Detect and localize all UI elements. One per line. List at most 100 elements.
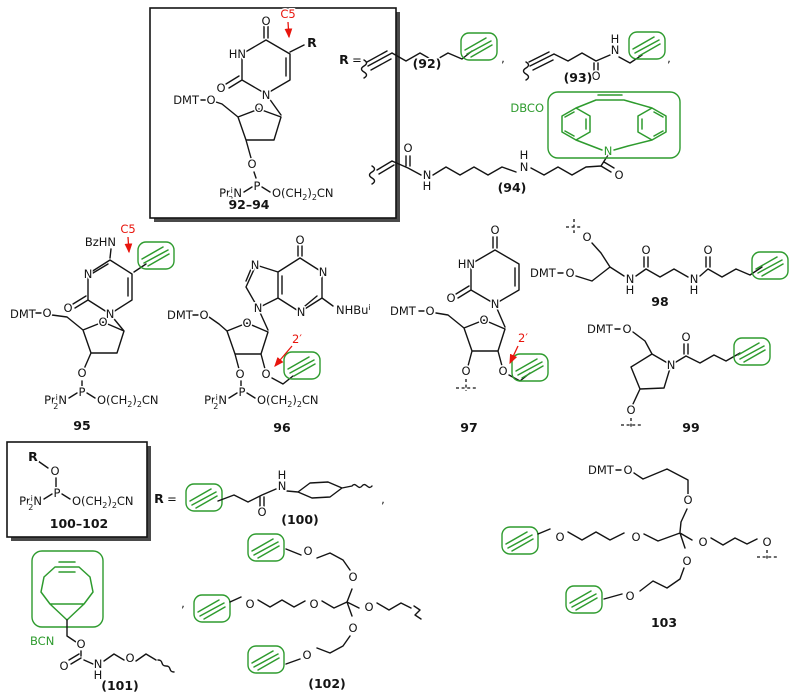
atom-h: H bbox=[94, 668, 103, 682]
atom-o: O bbox=[622, 322, 631, 336]
label-dbco: DBCO bbox=[510, 101, 544, 115]
atom-hn: HN bbox=[229, 47, 246, 61]
equals-sign: = bbox=[167, 492, 177, 506]
atom-o: O bbox=[125, 651, 134, 665]
atom-o: O bbox=[245, 597, 254, 611]
c5-arrow bbox=[284, 21, 293, 39]
atom-n-dbco: N bbox=[604, 144, 613, 158]
r-group-definition-100: R = O N H , (100) bbox=[153, 467, 387, 529]
compound-number-96: 96 bbox=[273, 420, 291, 435]
atom-h: H bbox=[423, 179, 432, 193]
atom-o: O bbox=[199, 308, 208, 322]
label-isobutyrylamino: NHBui bbox=[336, 303, 371, 317]
atom-o: O bbox=[302, 648, 311, 662]
annotation-c5: C5 bbox=[280, 7, 295, 21]
atom-p: P bbox=[79, 385, 86, 399]
atom-p: P bbox=[54, 486, 61, 500]
atom-o: O bbox=[50, 464, 59, 478]
r-group-definition-102: O O O O O O O (102) bbox=[193, 533, 422, 693]
two-prime-arrow bbox=[274, 345, 293, 367]
compound-number-92-94: 92–94 bbox=[228, 197, 269, 212]
annotation-2-prime: 2′ bbox=[292, 332, 302, 346]
compound-number-97: 97 bbox=[460, 420, 477, 435]
label-dmt: DMT bbox=[10, 307, 37, 321]
atom-h: H bbox=[520, 148, 529, 162]
bond-skeleton bbox=[557, 242, 763, 282]
label-dmt: DMT bbox=[390, 304, 417, 318]
bond-skeleton bbox=[200, 25, 305, 193]
r-label: R bbox=[154, 491, 164, 506]
atom-o: O bbox=[698, 535, 707, 549]
atom-n: N bbox=[278, 479, 287, 493]
bond-skeleton bbox=[66, 619, 175, 673]
atom-o: O bbox=[63, 301, 72, 315]
atom-o: O bbox=[626, 403, 635, 417]
atom-n: N bbox=[262, 88, 271, 102]
atom-o: O bbox=[703, 243, 712, 257]
c5-arrow bbox=[124, 236, 133, 254]
atom-o: O bbox=[257, 505, 266, 519]
bond-skeleton bbox=[614, 328, 741, 405]
atom-o: O bbox=[242, 316, 251, 330]
atom-o: O bbox=[591, 69, 600, 83]
solid-support-dashed bbox=[757, 550, 777, 561]
bond-skeleton bbox=[192, 245, 334, 399]
atom-o: O bbox=[682, 554, 691, 568]
atom-o: O bbox=[490, 223, 499, 237]
atom-o: O bbox=[425, 304, 434, 318]
atom-o: O bbox=[555, 530, 564, 544]
atom-o: O bbox=[348, 621, 357, 635]
atom-o: O bbox=[641, 243, 650, 257]
comma: , bbox=[501, 51, 505, 65]
box-frame bbox=[149, 7, 397, 219]
solid-support-dashed bbox=[566, 219, 582, 233]
dbco-ring-system bbox=[561, 94, 667, 151]
atom-h: H bbox=[690, 283, 699, 297]
label-dmt: DMT bbox=[587, 322, 614, 336]
label-benzoylamino: BzHN bbox=[85, 235, 116, 249]
structure-98: O DMT O N H O N H O 98 bbox=[529, 219, 789, 311]
comma: , bbox=[381, 492, 385, 506]
bond-skeleton bbox=[37, 460, 71, 500]
compound-number-94: (94) bbox=[498, 180, 527, 195]
atom-h: H bbox=[278, 468, 287, 482]
atom-n: N bbox=[106, 307, 115, 321]
comma: , bbox=[181, 596, 185, 610]
r-label: R bbox=[339, 52, 349, 67]
bond-skeleton-92 bbox=[360, 50, 473, 79]
label-cyanoethyl: O(CH2)2CN bbox=[272, 186, 334, 202]
r-group-definition-94-dbco: O N H N H O (94) DBCO N bbox=[368, 91, 681, 197]
atom-o: O bbox=[348, 570, 357, 584]
atom-n: N bbox=[626, 272, 635, 286]
label-cyanoethyl: O(CH2)2CN bbox=[97, 393, 159, 409]
dbco-highlight-box bbox=[547, 91, 681, 159]
atom-o: O bbox=[614, 168, 623, 182]
atom-o-2prime: O bbox=[498, 364, 507, 378]
box-frame bbox=[6, 441, 148, 538]
label-dmt: DMT bbox=[588, 463, 615, 477]
compound-number-93: (93) bbox=[564, 70, 593, 85]
annotation-c5: C5 bbox=[120, 222, 135, 236]
structure-103: DMT O O O O O O O O 103 bbox=[501, 462, 777, 632]
atom-h: H bbox=[626, 283, 635, 297]
label-dmt: DMT bbox=[173, 93, 200, 107]
solid-support-dashed bbox=[621, 418, 641, 429]
solid-support-dashed bbox=[456, 379, 476, 391]
compound-number-100: (100) bbox=[281, 512, 319, 527]
atom-o: O bbox=[683, 493, 692, 507]
atom-o: O bbox=[77, 366, 86, 380]
atom-n: N bbox=[520, 160, 529, 174]
compound-number-95: 95 bbox=[73, 418, 90, 433]
structure-97: O HN O N O DMT O O 2′ O 97 bbox=[389, 222, 549, 437]
atom-o: O bbox=[59, 659, 68, 673]
annotation-2-prime: 2′ bbox=[518, 331, 528, 345]
structure-99: DMT O N O O 99 bbox=[586, 321, 771, 437]
atom-o: O bbox=[295, 233, 304, 247]
equals-sign: = bbox=[352, 53, 362, 67]
